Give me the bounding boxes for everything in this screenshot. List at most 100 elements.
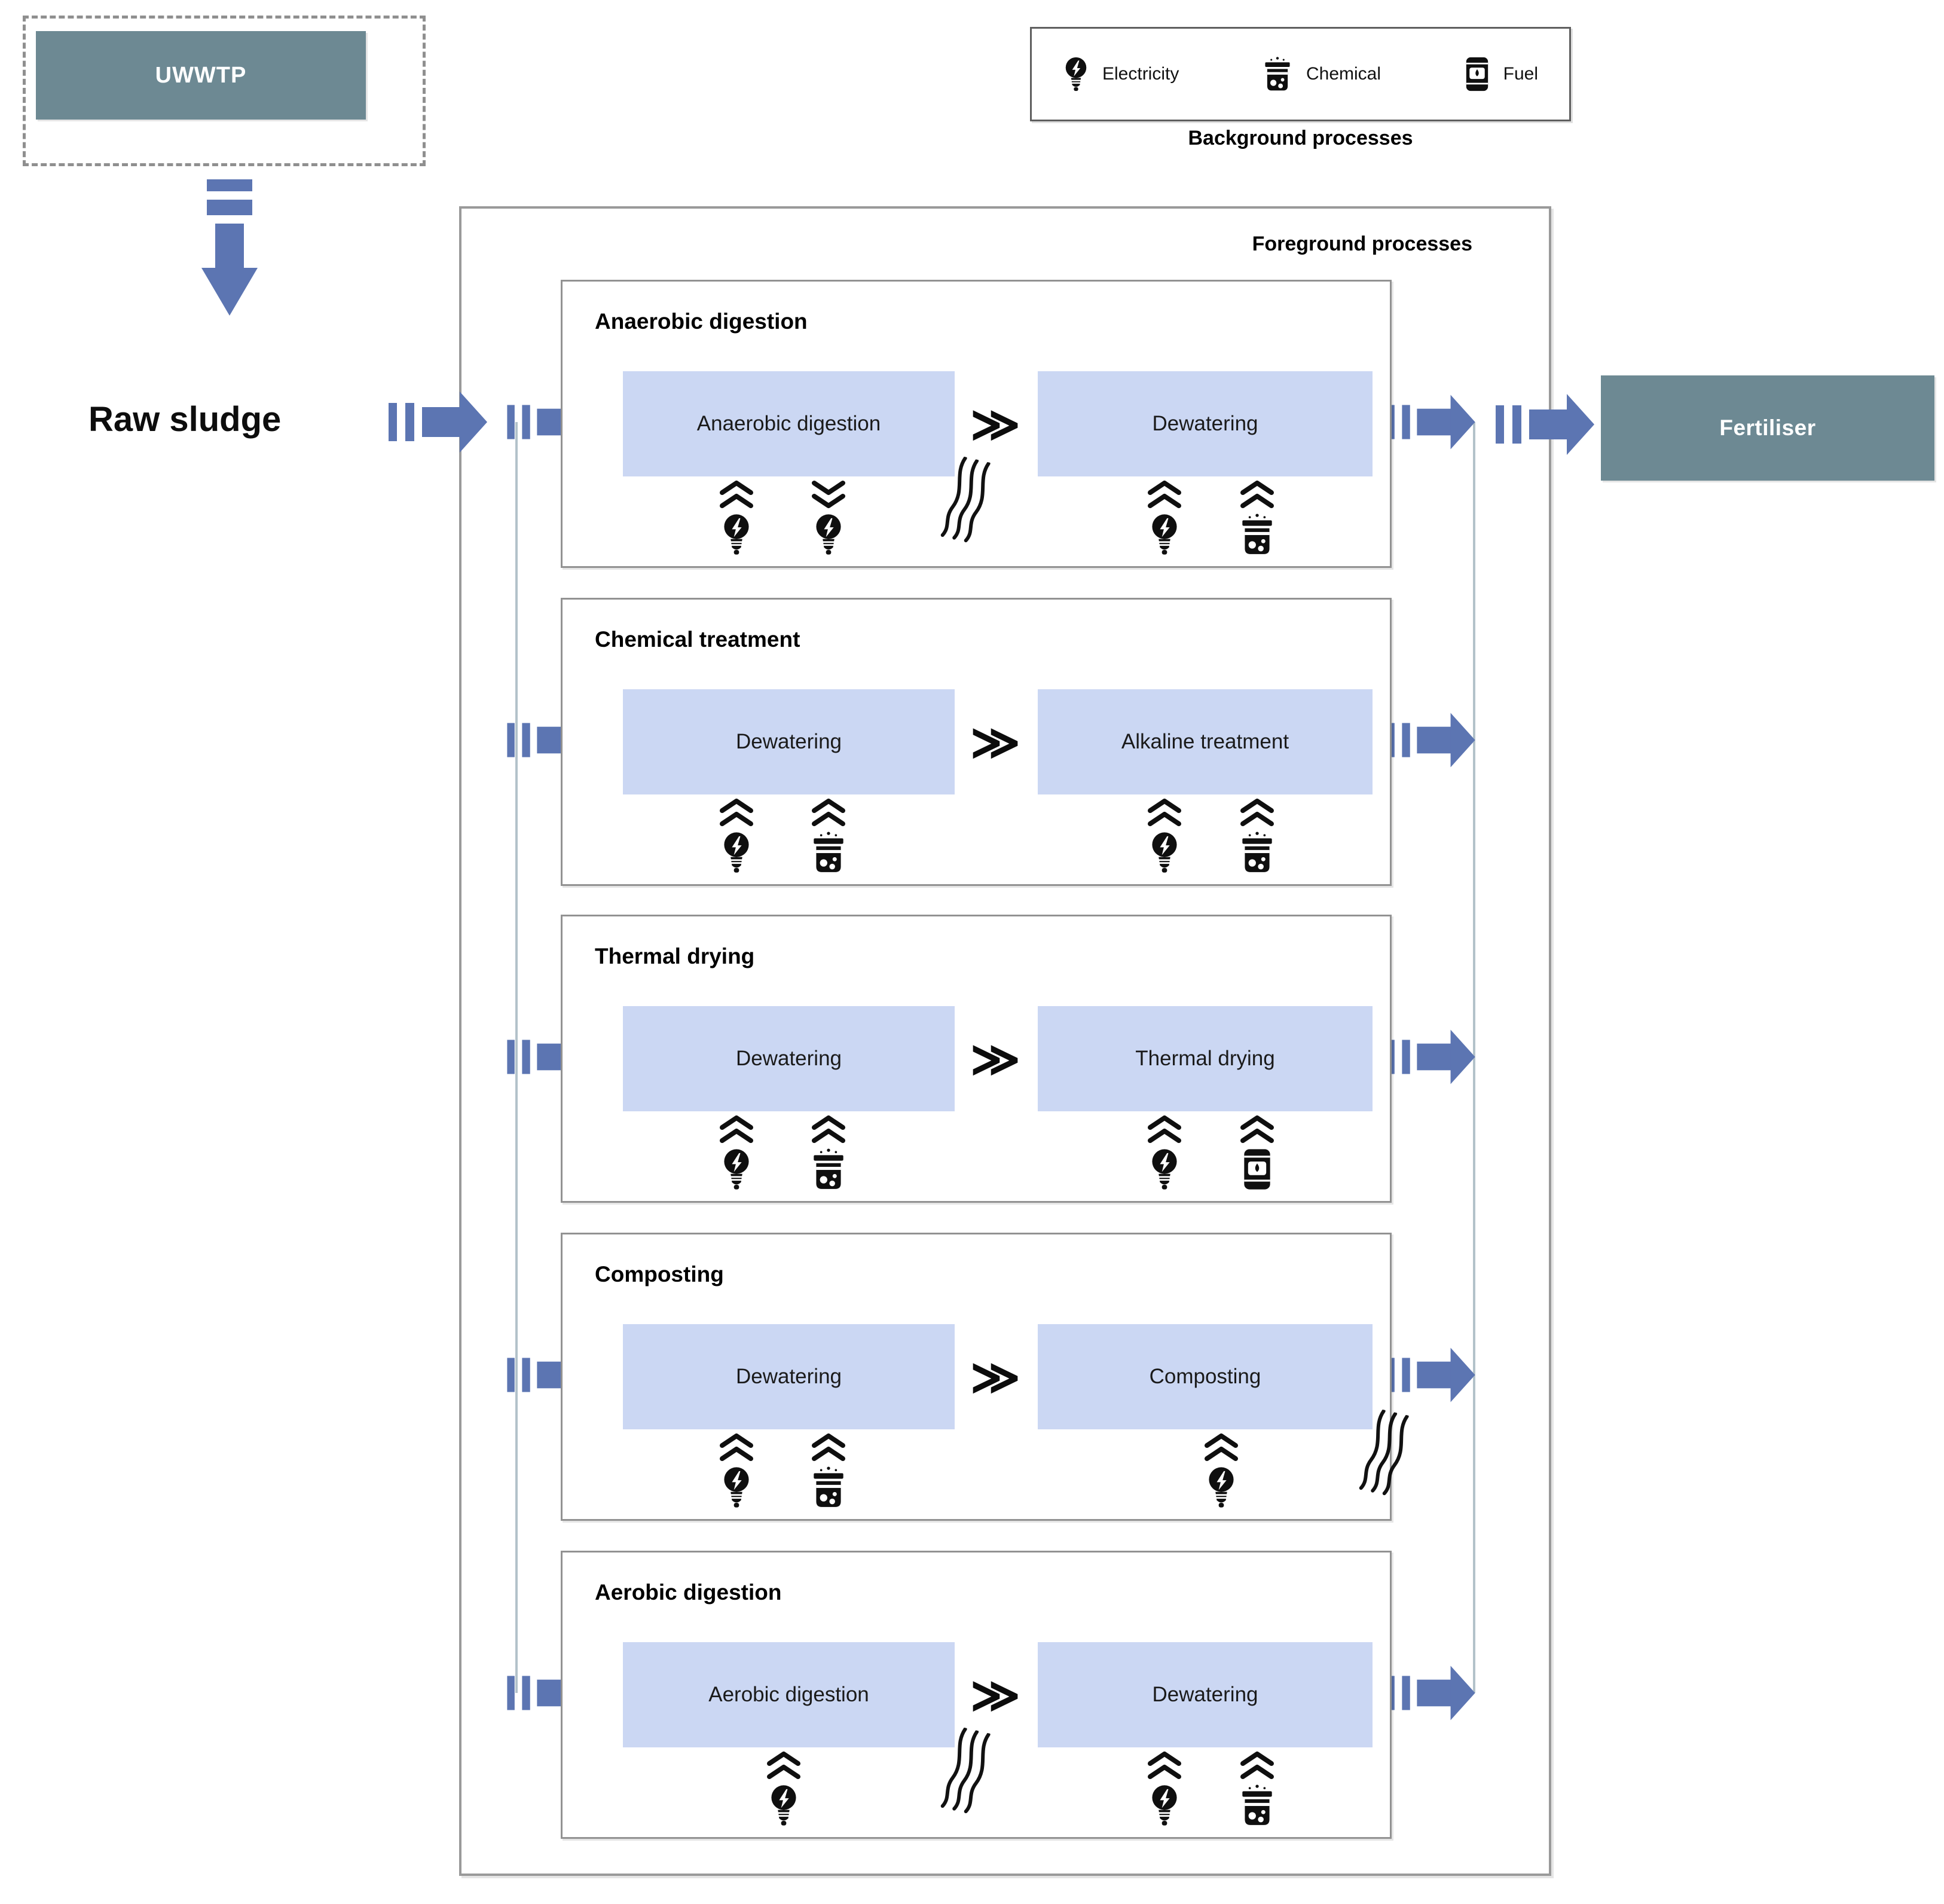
chemical-icon bbox=[1239, 513, 1276, 556]
background-flow-electricity-input bbox=[701, 797, 772, 874]
electricity-icon bbox=[768, 1784, 799, 1827]
chevrons-up-icon bbox=[811, 1114, 846, 1145]
group-title: Chemical treatment bbox=[595, 627, 800, 652]
group-title: Composting bbox=[595, 1262, 724, 1286]
sequence-chevron-icon: ≫ bbox=[970, 715, 1020, 769]
chevrons-up-icon bbox=[1203, 1432, 1239, 1463]
background-flow-electricity-input bbox=[748, 1750, 820, 1827]
flow-arrow-out-composting bbox=[1387, 1340, 1475, 1410]
chevrons-up-icon bbox=[1239, 797, 1275, 828]
legend-label: Electricity bbox=[1102, 64, 1179, 84]
fuel-icon bbox=[1464, 56, 1490, 92]
flow-arrow-raw-sludge-in bbox=[389, 383, 487, 461]
fuel-icon bbox=[1242, 1148, 1273, 1191]
process-label: Dewatering bbox=[735, 1365, 842, 1388]
chemical-icon bbox=[810, 1148, 847, 1191]
fertiliser-label: Fertiliser bbox=[1719, 415, 1816, 440]
chevrons-up-icon bbox=[1147, 1750, 1182, 1781]
process-label: Dewatering bbox=[735, 1047, 842, 1070]
flow-arrow-out-thermal-drying bbox=[1387, 1022, 1475, 1092]
background-flow-chemical-input bbox=[793, 1114, 864, 1191]
chemical-icon bbox=[810, 831, 847, 874]
electricity-icon bbox=[721, 1148, 752, 1191]
chevrons-up-icon bbox=[719, 479, 754, 510]
process-label: Dewatering bbox=[1152, 1683, 1258, 1706]
chevrons-up-icon bbox=[766, 1750, 802, 1781]
chemical-icon bbox=[1262, 56, 1293, 92]
legend-item-electricity: Electricity bbox=[1063, 56, 1179, 92]
process-box-dewatering: Dewatering bbox=[1038, 1642, 1373, 1747]
process-label: Aerobic digestion bbox=[708, 1683, 869, 1706]
chemical-icon bbox=[1239, 831, 1276, 874]
process-label: Anaerobic digestion bbox=[696, 412, 881, 435]
electricity-icon bbox=[721, 513, 752, 556]
legend-item-fuel: Fuel bbox=[1464, 56, 1538, 92]
legend-label: Fuel bbox=[1503, 64, 1538, 84]
input-distribution-line bbox=[515, 422, 518, 1693]
chevrons-up-icon bbox=[719, 1432, 754, 1463]
background-flow-electricity-input bbox=[1129, 1114, 1200, 1191]
chevrons-up-icon bbox=[811, 797, 846, 828]
background-flow-electricity-input bbox=[701, 479, 772, 556]
chevrons-up-icon bbox=[1147, 797, 1182, 828]
process-box-dewatering: Dewatering bbox=[623, 689, 955, 794]
process-label: Dewatering bbox=[1152, 412, 1258, 435]
process-label: Thermal drying bbox=[1135, 1047, 1275, 1070]
process-box-aerobic-digestion: Aerobic digestion bbox=[623, 1642, 955, 1747]
process-box-thermal-drying: Thermal drying bbox=[1038, 1006, 1373, 1111]
uwwtp-dashed-boundary bbox=[23, 16, 426, 166]
group-composting: Composting Dewatering ≫ Composting bbox=[561, 1233, 1392, 1521]
sequence-chevron-icon: ≫ bbox=[970, 397, 1020, 451]
background-flow-electricity-input bbox=[701, 1114, 772, 1191]
process-box-dewatering: Dewatering bbox=[623, 1324, 955, 1429]
chevrons-up-icon bbox=[719, 1114, 754, 1145]
raw-sludge-down-arrow bbox=[197, 179, 262, 320]
background-flow-electricity-input bbox=[1129, 797, 1200, 874]
legend-label: Chemical bbox=[1306, 64, 1381, 84]
chevrons-up-icon bbox=[811, 1432, 846, 1463]
chevrons-up-icon bbox=[1239, 479, 1275, 510]
flow-arrow-out-aerobic-digestion bbox=[1387, 1658, 1475, 1728]
background-flow-chemical-input bbox=[1221, 1750, 1293, 1827]
legend-title: Background processes bbox=[1188, 127, 1413, 149]
sequence-chevron-icon: ≫ bbox=[970, 1032, 1020, 1086]
background-flow-chemical-input bbox=[1221, 797, 1293, 874]
electricity-icon bbox=[1149, 513, 1180, 556]
process-box-dewatering: Dewatering bbox=[623, 1006, 955, 1111]
legend-item-chemical: Chemical bbox=[1262, 56, 1381, 92]
sequence-chevron-icon: ≫ bbox=[970, 1668, 1020, 1722]
legend-background-processes: Electricity Chemical Fuel bbox=[1030, 27, 1571, 121]
process-box-dewatering: Dewatering bbox=[1038, 371, 1373, 476]
sequence-chevron-icon: ≫ bbox=[970, 1350, 1020, 1404]
process-label: Dewatering bbox=[735, 730, 842, 753]
background-flow-chemical-input bbox=[1221, 479, 1293, 556]
flow-arrow-out-chemical-treatment bbox=[1387, 705, 1475, 775]
chevrons-up-icon bbox=[1239, 1114, 1275, 1145]
process-box-anaerobic-digestion: Anaerobic digestion bbox=[623, 371, 955, 476]
background-flow-fuel-input bbox=[1221, 1114, 1293, 1191]
chevrons-up-icon bbox=[1147, 1114, 1182, 1145]
electricity-icon bbox=[1149, 831, 1180, 874]
group-anaerobic-digestion: Anaerobic digestion Anaerobic digestion … bbox=[561, 280, 1392, 568]
chevrons-up-icon bbox=[1239, 1750, 1275, 1781]
flow-arrow-to-fertiliser bbox=[1496, 386, 1594, 463]
process-box-composting: Composting bbox=[1038, 1324, 1373, 1429]
flow-arrow-out-anaerobic-digestion bbox=[1387, 387, 1475, 457]
raw-sludge-label: Raw sludge bbox=[88, 400, 282, 439]
chevrons-up-icon bbox=[1147, 479, 1182, 510]
background-flow-electricity-input bbox=[701, 1432, 772, 1509]
electricity-icon bbox=[1149, 1784, 1180, 1827]
electricity-icon bbox=[1149, 1148, 1180, 1191]
process-label: Alkaline treatment bbox=[1121, 730, 1289, 753]
background-flow-electricity-output bbox=[793, 479, 864, 556]
electricity-icon bbox=[813, 513, 844, 556]
background-flow-electricity-input bbox=[1129, 479, 1200, 556]
background-flow-chemical-input bbox=[793, 1432, 864, 1509]
foreground-processes-title: Foreground processes bbox=[1252, 233, 1472, 255]
electricity-icon bbox=[1063, 56, 1089, 92]
group-aerobic-digestion: Aerobic digestion Aerobic digestion ≫ De… bbox=[561, 1551, 1392, 1839]
fertiliser-sink-box: Fertiliser bbox=[1601, 375, 1934, 481]
electricity-icon bbox=[721, 1466, 752, 1509]
group-thermal-drying: Thermal drying Dewatering ≫ Thermal dryi… bbox=[561, 915, 1392, 1203]
